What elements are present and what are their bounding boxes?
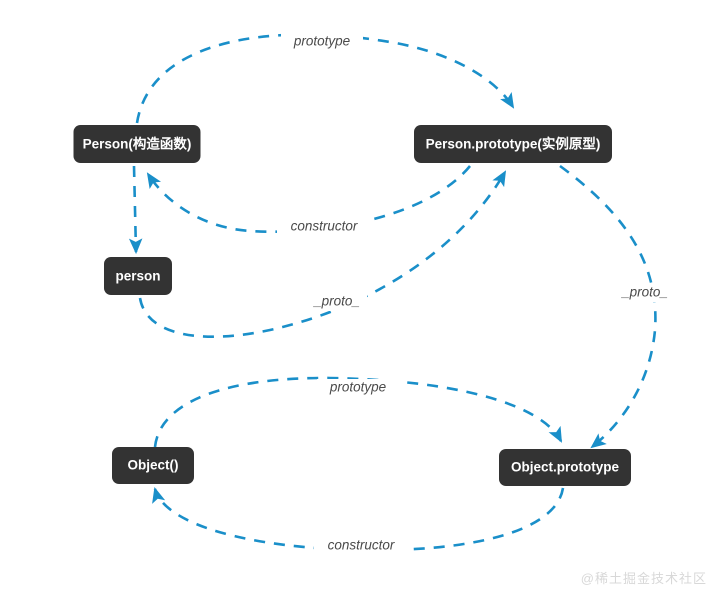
node-object-prototype-box[interactable]: [499, 449, 631, 486]
node-object-prototype-label: Object.prototype: [511, 460, 619, 475]
edges-layer: [128, 33, 657, 552]
edge-label-backdrop: [307, 293, 367, 311]
node-object-constructor[interactable]: Object(): [112, 447, 194, 484]
edge-label-backdrop: [317, 379, 399, 397]
watermark: @稀土掘金技术社区: [580, 571, 707, 586]
node-person-prototype[interactable]: Person.prototype(实例原型): [414, 125, 612, 163]
edge-label-constructor-person: constructor: [291, 219, 358, 234]
node-person-instance-box[interactable]: [104, 257, 172, 295]
edge-person-to-person-prototype: [135, 33, 515, 124]
node-object-constructor-box[interactable]: [112, 447, 194, 484]
edge-instance-proto-to-person-prototype: [138, 170, 507, 338]
node-object-prototype[interactable]: Object.prototype: [499, 449, 631, 486]
edge-label-backdrop: [281, 33, 363, 51]
edge-label-backdrop: [616, 284, 674, 302]
edge-label-proto-person-prototype: _proto_: [620, 285, 668, 300]
edge-label-backdrop: [277, 218, 371, 236]
edge-person-prototype-proto-to-object-prototype: [559, 164, 657, 449]
nodes-layer: Person(构造函数) Person.prototype(实例原型) pers…: [73, 125, 631, 486]
node-person-constructor-box[interactable]: [73, 125, 201, 163]
node-person-prototype-box[interactable]: [414, 125, 612, 163]
edge-labels-layer: prototype constructor _proto_ _proto_ pr…: [277, 33, 674, 555]
node-person-instance-label: person: [115, 269, 160, 284]
node-person-instance[interactable]: person: [104, 257, 172, 295]
edge-person-prototype-to-person: [146, 165, 472, 233]
edge-label-proto-person-instance: _proto_: [312, 294, 360, 309]
node-object-constructor-label: Object(): [127, 458, 178, 473]
edge-object-to-object-prototype: [153, 376, 563, 448]
edge-label-prototype-person: prototype: [293, 34, 350, 49]
edge-person-constructor-to-instance: [128, 165, 143, 255]
node-person-prototype-label: Person.prototype(实例原型): [426, 136, 601, 152]
edge-label-backdrop: [314, 537, 408, 555]
node-person-constructor-label: Person(构造函数): [83, 136, 192, 152]
edge-label-prototype-object: prototype: [329, 380, 386, 395]
edge-label-constructor-object: constructor: [328, 538, 395, 553]
node-person-constructor[interactable]: Person(构造函数): [73, 125, 201, 163]
